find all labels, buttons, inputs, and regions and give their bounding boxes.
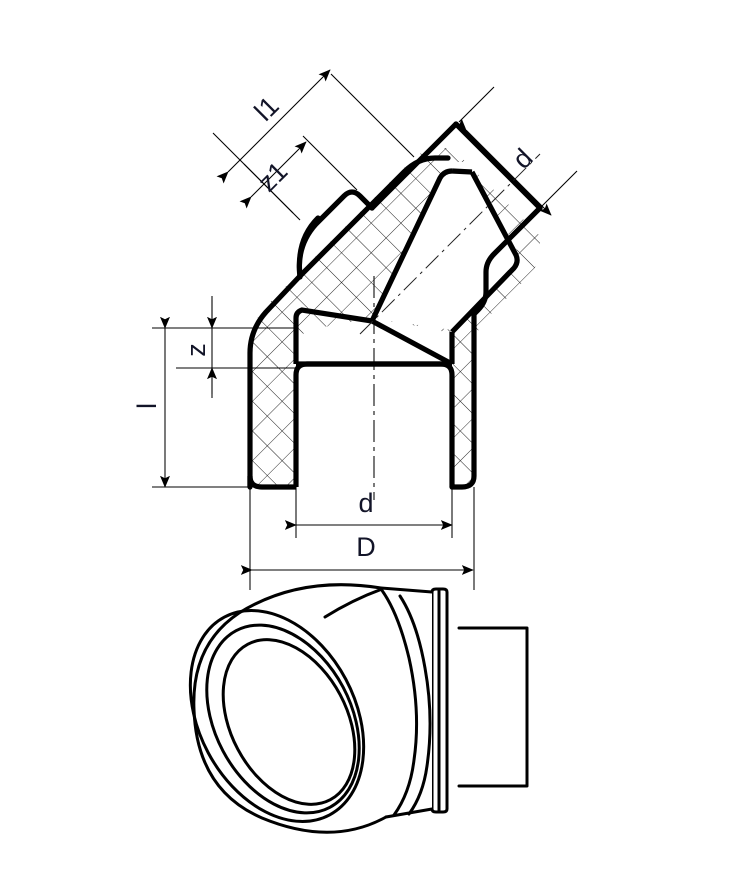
- dimension-D: D: [240, 487, 475, 590]
- dimension-d-run: d: [284, 487, 453, 538]
- isometric-view: [188, 583, 529, 834]
- centerlines: [359, 153, 541, 500]
- dimension-label-z: z: [181, 343, 211, 357]
- dimension-label-l: l: [132, 403, 162, 409]
- dimension-z: z: [152, 296, 300, 398]
- socket-opening-ellipses: [188, 609, 366, 823]
- dimension-l: l: [132, 316, 252, 488]
- dimension-label-d-run: d: [358, 488, 373, 518]
- dimension-label-D: D: [356, 532, 376, 562]
